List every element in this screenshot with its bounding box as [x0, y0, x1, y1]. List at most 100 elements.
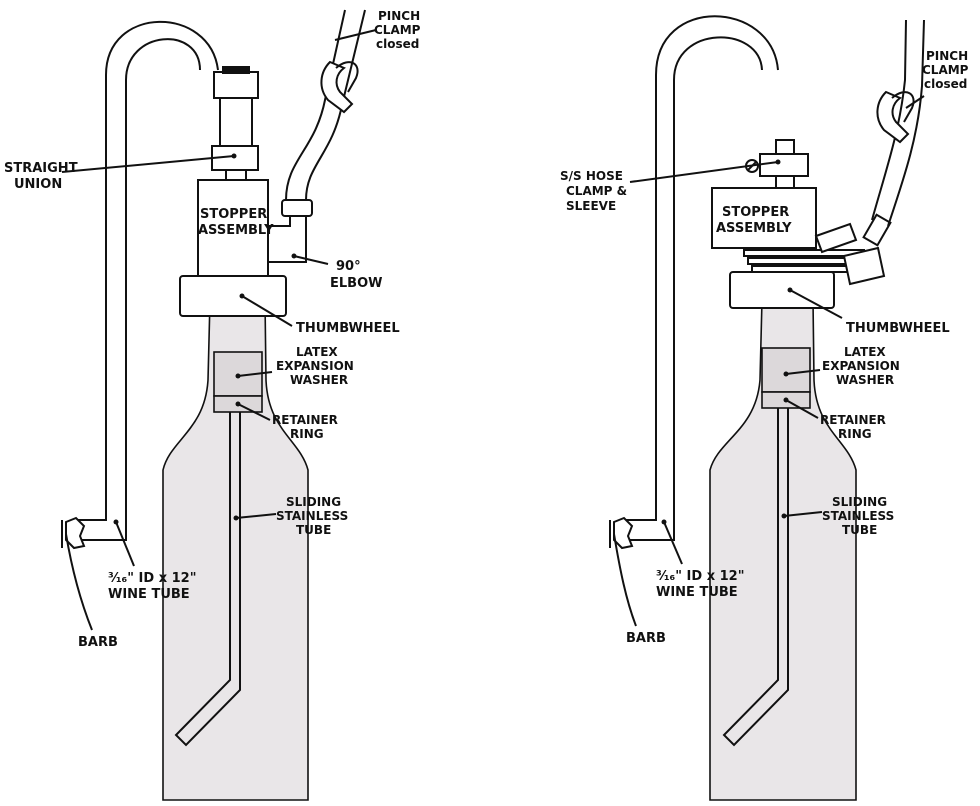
right-stopper-label-2: ASSEMBLY	[716, 221, 792, 236]
left-washer-label-3: WASHER	[290, 373, 348, 387]
left-bottle	[162, 299, 309, 801]
leader-dot	[781, 513, 787, 519]
leader-washer	[785, 369, 821, 375]
leader-retainer	[237, 403, 271, 421]
right-thumbwheel	[729, 271, 835, 309]
leader-dot	[235, 401, 241, 407]
left-stopper-label-2: ASSEMBLY	[198, 223, 274, 238]
left-thumbwheel	[179, 275, 287, 317]
left-washer-label-2: EXPANSION	[276, 359, 354, 373]
right-hose-clamp	[759, 153, 809, 177]
leader-sliding-tube	[783, 511, 823, 517]
leader-dot	[775, 159, 781, 165]
left-side-hose	[285, 9, 346, 201]
right-retainer-label-1: RETAINER	[820, 413, 886, 427]
left-barb	[65, 516, 86, 550]
right-hose-label-3: SLEEVE	[566, 199, 616, 213]
right-side-elbow	[842, 246, 886, 286]
leader-barb	[65, 533, 93, 631]
left-wine-tube-inner	[78, 38, 201, 541]
right-side-barb	[862, 213, 892, 247]
right-sliding-label-3: TUBE	[842, 523, 877, 537]
right-bottle	[709, 299, 857, 801]
left-sliding-label-1: SLIDING	[286, 495, 341, 509]
leader-pinch-clamp	[905, 95, 925, 109]
left-elbow	[267, 211, 307, 263]
right-barb-label: BARB	[626, 631, 666, 646]
right-pinch-clamp-loop	[891, 91, 915, 123]
leader-washer	[237, 371, 273, 377]
right-pinch-label-3: closed	[924, 77, 967, 91]
right-hose-label-2: CLAMP &	[566, 184, 627, 198]
left-thumbwheel-label: THUMBWHEEL	[296, 321, 400, 336]
left-wine-label-1: ³⁄₁₆" ID x 12"	[108, 571, 196, 586]
leader-barb	[613, 533, 637, 627]
leader-dot	[787, 287, 793, 293]
leader-wine-tube	[115, 521, 135, 567]
left-washer-label-1: LATEX	[296, 345, 338, 359]
left-union-stem	[225, 169, 247, 181]
right-sliding-label-1: SLIDING	[832, 495, 887, 509]
leader-sliding-tube	[235, 513, 277, 519]
right-washer-label-2: EXPANSION	[822, 359, 900, 373]
right-washer-label-3: WASHER	[836, 373, 894, 387]
right-pinch-label-2: CLAMP	[922, 63, 969, 77]
left-retainer-label-1: RETAINER	[272, 413, 338, 427]
right-side-hose-inner	[887, 19, 925, 227]
right-hose-label-1: S/S HOSE	[560, 169, 623, 183]
left-pinch-clamp	[320, 60, 354, 114]
leader-dot	[235, 373, 241, 379]
left-diagram: PINCH CLAMP closed STRAIGHT UNION STOPPE…	[4, 9, 421, 801]
left-pinch-label-3: closed	[376, 37, 419, 51]
right-retainer-label-2: RING	[838, 427, 872, 441]
left-wine-label-2: WINE TUBE	[108, 587, 190, 602]
leader-dot	[291, 253, 297, 259]
right-wine-tube-inner	[626, 36, 763, 541]
right-side-fitting	[814, 222, 858, 254]
right-stopper-assembly	[711, 187, 817, 249]
leader-dot	[783, 397, 789, 403]
left-union-top	[213, 71, 259, 99]
leader-dot	[233, 515, 239, 521]
right-wine-label-1: ³⁄₁₆" ID x 12"	[656, 569, 744, 584]
leader-thumbwheel	[241, 295, 293, 327]
left-pinch-label-2: CLAMP	[374, 23, 421, 37]
right-stopper-label-1: STOPPER	[722, 205, 789, 220]
left-sliding-label-3: TUBE	[296, 523, 331, 537]
right-pinch-clamp	[876, 90, 910, 144]
right-leaders	[613, 95, 925, 627]
left-pinch-clamp-loop	[335, 61, 359, 93]
left-elbow-nut	[281, 199, 313, 217]
left-union-body	[219, 97, 253, 147]
left-retainer-label-2: RING	[290, 427, 324, 441]
left-union-label-1: STRAIGHT	[4, 161, 78, 176]
left-elbow-label-2: ELBOW	[330, 276, 382, 291]
left-leaders	[61, 29, 377, 631]
leader-retainer	[785, 399, 819, 419]
leader-elbow	[293, 255, 329, 265]
leader-dot	[783, 371, 789, 377]
left-stopper-label-1: STOPPER	[200, 207, 267, 222]
left-union-label-2: UNION	[14, 177, 62, 192]
left-pinch-label-1: PINCH	[378, 9, 420, 23]
right-wine-label-2: WINE TUBE	[656, 585, 738, 600]
right-hose-clamp-top	[775, 139, 795, 155]
leader-pinch-clamp	[334, 29, 377, 41]
left-sliding-tube	[174, 412, 241, 747]
left-elbow-label-1: 90°	[336, 259, 361, 274]
right-pinch-label-1: PINCH	[926, 49, 968, 63]
leader-hose-clamp	[629, 161, 779, 183]
left-sliding-label-2: STAINLESS	[276, 509, 348, 523]
leader-dot	[231, 153, 237, 159]
right-sliding-tube	[722, 408, 789, 747]
right-barb	[613, 516, 634, 550]
right-expansion-washer	[761, 347, 811, 393]
right-sliding-label-2: STAINLESS	[822, 509, 894, 523]
right-side-hose	[871, 19, 907, 221]
leader-dot	[239, 293, 245, 299]
left-barb-label: BARB	[78, 635, 118, 650]
left-wine-tube	[78, 20, 219, 521]
leader-straight-union	[61, 155, 235, 173]
leader-dot	[661, 519, 667, 525]
